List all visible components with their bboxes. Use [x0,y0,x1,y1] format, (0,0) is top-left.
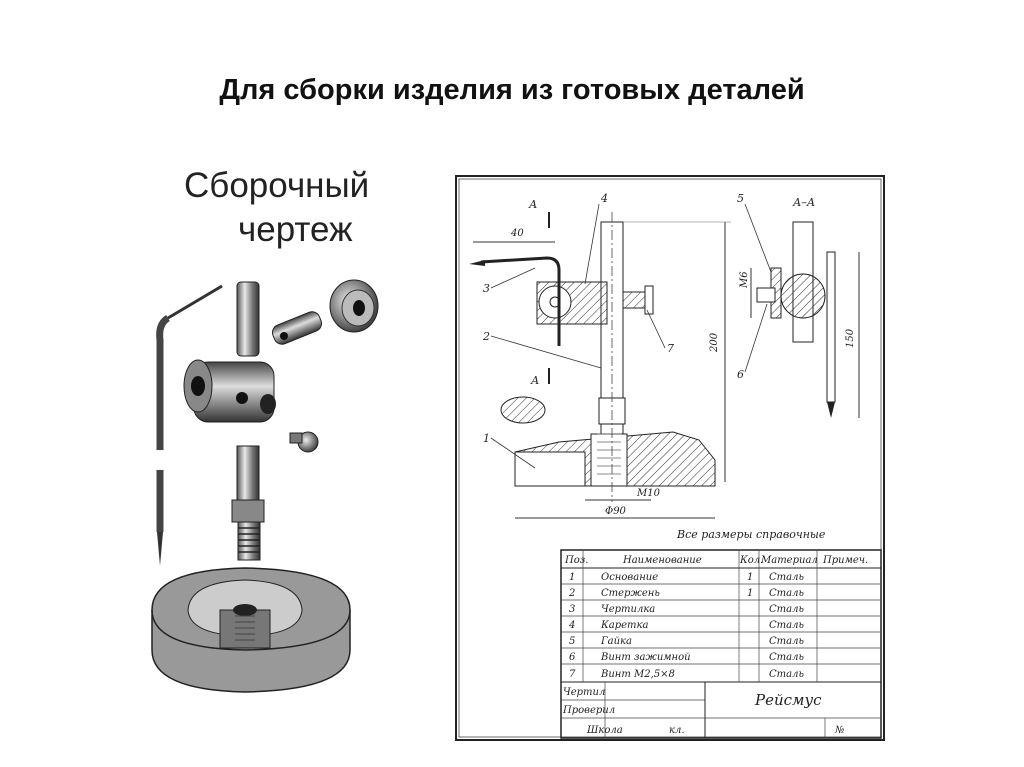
bom-header-qty: Кол. [739,555,763,566]
nut-part [329,279,379,333]
front-view [469,212,716,502]
bom-table: Поз. Наименование Кол. Материал Примеч. … [560,549,882,739]
bom-pos: 1 [569,572,575,583]
carriage-part [183,359,276,423]
dim-40: 40 [510,228,524,239]
section-view: А–А М6 150 5 6 [737,192,860,418]
title-product: Рейсмус [754,691,822,709]
front-callouts: 3 2 1 4 7 [482,192,674,469]
rod-top-part [236,281,260,357]
bom-pos: 6 [569,652,576,663]
dim-m10: М10 [636,488,661,499]
bom-header-material: Материал [760,555,818,566]
title-checked: Проверил [562,705,615,716]
title-number: № [834,725,844,736]
bom-name: Чертилка [601,604,655,615]
bom-pos: 5 [569,636,575,647]
exploded-parts-illustration [151,279,379,693]
title-class: кл. [669,725,685,736]
bom-material: Сталь [769,636,804,647]
callout-7: 7 [667,342,674,355]
bom-material: Сталь [769,588,804,599]
section-label: А–А [792,196,815,209]
bom-pos: 4 [568,620,575,631]
callout-3: 3 [483,282,490,295]
callout-6: 6 [737,368,744,381]
bom-material: Сталь [769,669,804,680]
subtitle-line-2: чертеж [238,210,353,249]
cut-a-bottom: А [530,374,539,387]
callout-5: 5 [737,192,744,205]
bom-pos: 3 [569,604,575,615]
callout-1: 1 [483,432,490,445]
front-dimensions: 40 200 М10 Φ90 А А [473,198,731,519]
bom-material: Сталь [769,604,804,615]
dims-note: Все размеры справочные [676,528,826,541]
bom-pos: 7 [569,669,576,680]
bom-name: Каретка [600,620,648,631]
bom-header-name: Наименование [622,555,702,566]
clamp-screw-part [271,311,323,345]
base-part [151,567,351,693]
scriber-part [155,284,223,566]
title-block: Чертил Проверил Школа кл. Рейсмус № [561,682,881,738]
assembly-drawing: 40 200 М10 Φ90 А А 3 2 1 4 7 А–А М6 [455,175,885,741]
dim-phi90: Φ90 [605,506,627,517]
bom-name: Стержень [601,588,660,599]
bom-pos: 2 [568,588,575,599]
bom-name: Гайка [600,636,632,647]
bom-qty: 1 [747,572,753,583]
small-screw-part [289,431,319,453]
bom-name: Винт зажимной [600,652,691,663]
dim-200: 200 [709,332,720,353]
subtitle: Сборочный чертеж [184,164,369,252]
dim-m6: М6 [739,271,750,289]
callout-2: 2 [482,330,490,343]
subtitle-line-1: Сборочный [184,166,370,205]
bom-name: Винт М2,5×8 [600,669,675,680]
bom-header-note: Примеч. [822,555,868,566]
bom-header-pos: Поз. [564,555,588,566]
bom-material: Сталь [769,620,804,631]
bom-material: Сталь [769,652,804,663]
bom-qty: 1 [747,588,753,599]
title-school: Школа [586,725,623,736]
title-drew: Чертил [563,687,605,698]
cut-a-top: А [528,198,537,211]
dim-150: 150 [845,328,856,348]
bom-name: Основание [601,572,658,583]
bom-material: Сталь [769,572,804,583]
callout-4: 4 [600,192,608,205]
threaded-rod-part [231,445,265,561]
slide-title: Для сборки изделия из готовых деталей [219,74,805,106]
